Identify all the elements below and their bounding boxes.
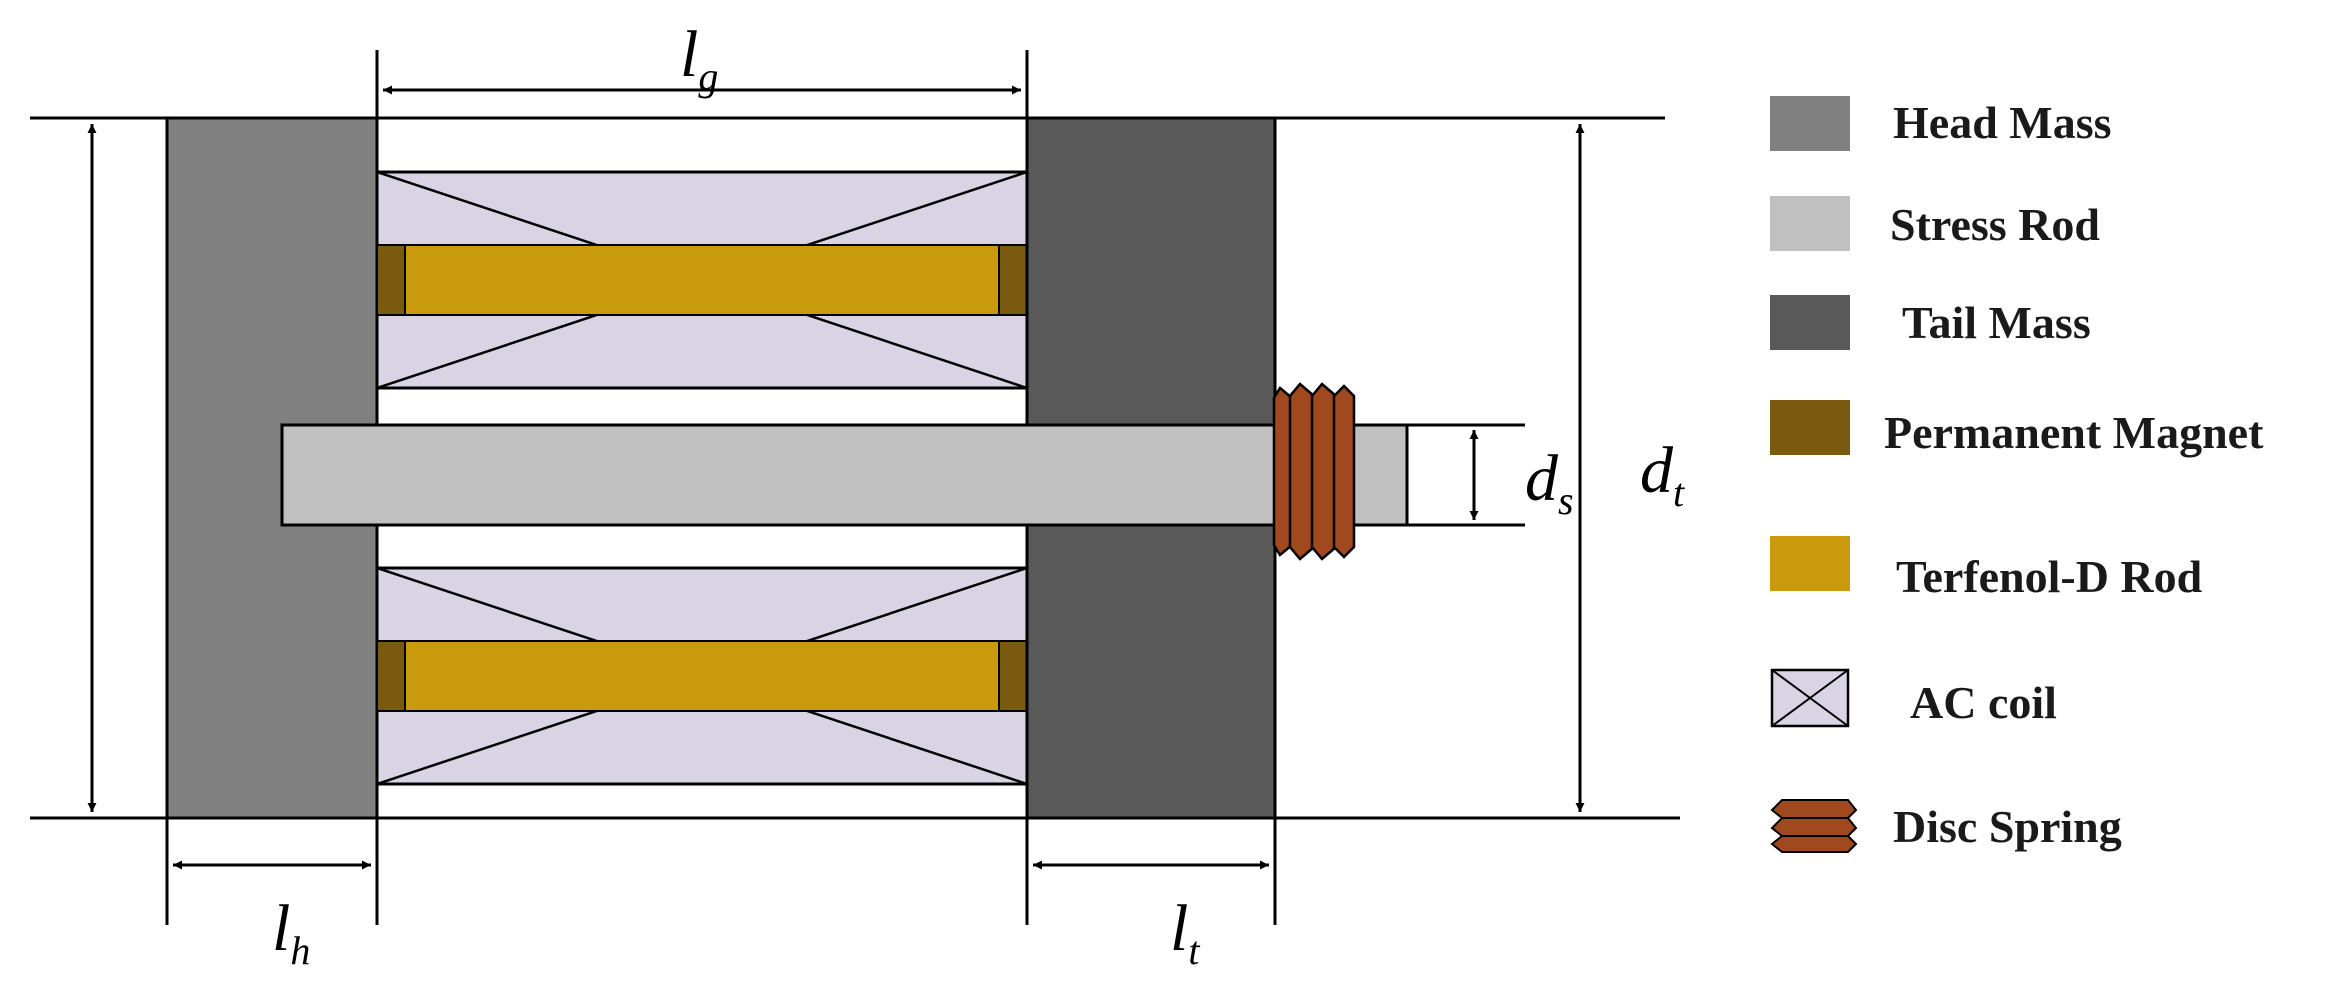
terfenol-rod-swatch: [1770, 536, 1850, 591]
legend-label-head-mass: Head Mass: [1893, 97, 2112, 148]
lh-label: lh: [272, 892, 310, 973]
disc-spring-swatch: [1770, 799, 1858, 853]
disc-spring: [1272, 382, 1356, 561]
lt-label: lt: [1170, 892, 1200, 973]
legend-label-stress-rod: Stress Rod: [1890, 199, 2100, 250]
lower-terfenol-rod: [404, 640, 1000, 712]
stress-rod: [280, 423, 1409, 527]
lg-label: lg: [680, 18, 718, 99]
permanent-magnet-swatch: [1770, 400, 1850, 455]
legend-label-permanent-magnet: Permanent Magnet: [1884, 407, 2264, 458]
lower-left-magnet: [376, 640, 406, 712]
legend-label-tail-mass: Tail Mass: [1902, 297, 2091, 348]
upper-right-magnet: [998, 244, 1028, 316]
ds-label: ds: [1525, 442, 1574, 523]
dt-label: dt: [1640, 434, 1685, 515]
tail-mass-swatch: [1770, 295, 1850, 350]
upper-coil-assembly: [375, 170, 1029, 390]
ac-coil-swatch: [1770, 668, 1850, 728]
upper-terfenol-rod: [404, 244, 1000, 316]
legend: Head Mass Stress Rod Tail Mass Permanent…: [1770, 96, 2264, 853]
lower-coil-assembly: [375, 566, 1029, 786]
lower-right-magnet: [998, 640, 1028, 712]
head-mass-swatch: [1770, 96, 1850, 151]
stress-rod-swatch: [1770, 196, 1850, 251]
legend-label-ac-coil: AC coil: [1910, 677, 2057, 728]
legend-label-disc-spring: Disc Spring: [1893, 801, 2122, 852]
upper-left-magnet: [376, 244, 406, 316]
legend-label-terfenol-rod: Terfenol-D Rod: [1896, 551, 2203, 602]
